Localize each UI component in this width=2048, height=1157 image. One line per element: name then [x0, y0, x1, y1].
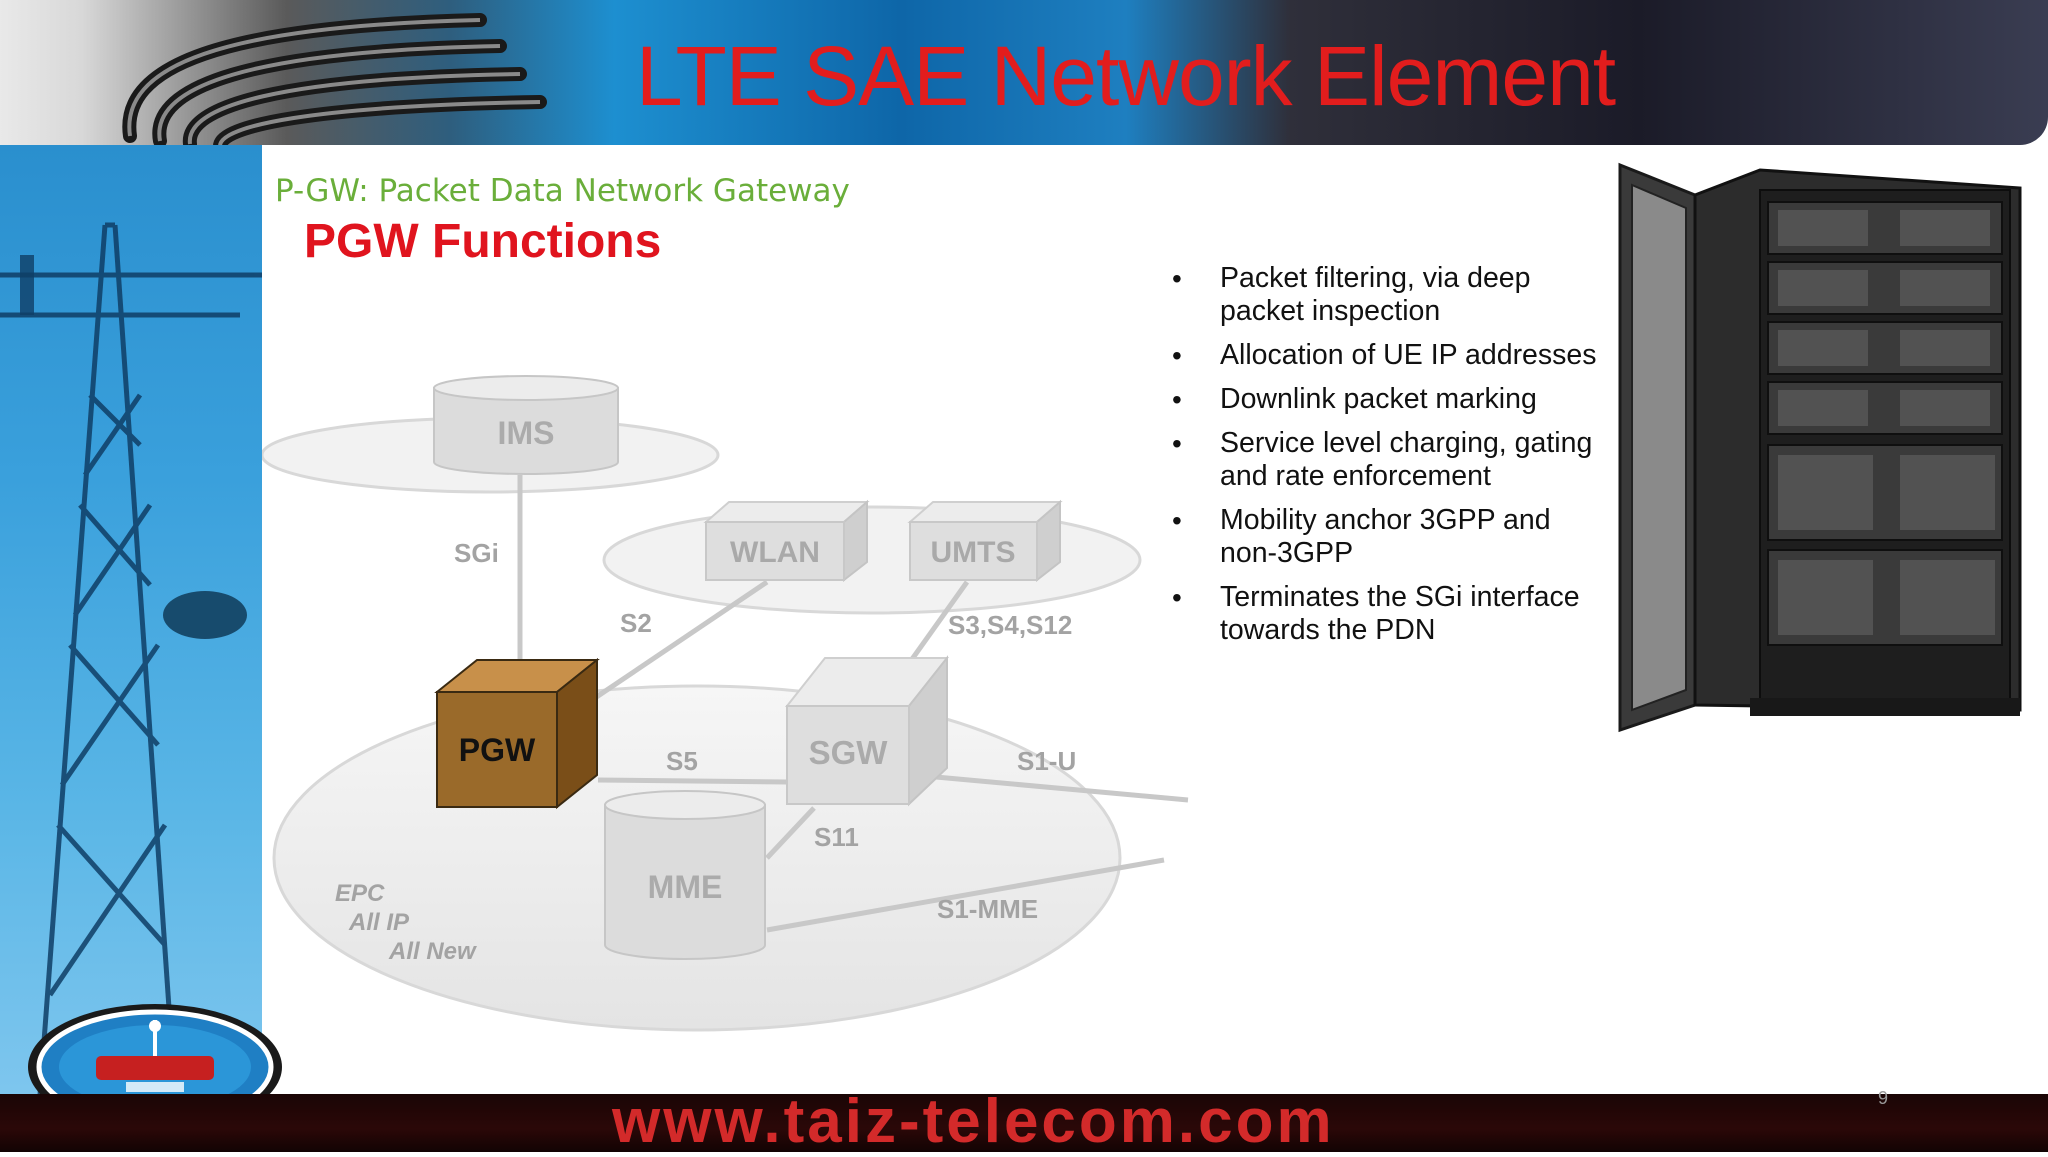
list-item: •Allocation of UE IP addresses: [1172, 339, 1597, 371]
svg-text:WLAN: WLAN: [730, 536, 820, 569]
svg-text:UMTS: UMTS: [931, 536, 1016, 569]
list-item: •Terminates the SGi interface towards th…: [1172, 581, 1580, 646]
server-rack-image: [1618, 162, 2022, 733]
pgw-node: PGW: [434, 657, 600, 810]
slide-title: LTE SAE Network Element: [636, 29, 1616, 123]
pgw-functions-list: •Packet filtering, via deep packet inspe…: [1170, 262, 1610, 658]
sgw-node: SGW: [784, 655, 950, 807]
section-title: PGW Functions: [304, 215, 662, 268]
s3-link: [907, 580, 970, 664]
epc-all-new-label: All New: [388, 938, 477, 965]
ims-node: IMS: [433, 375, 619, 475]
epc-all-ip-label: All IP: [348, 909, 410, 936]
list-item: •Downlink packet marking: [1172, 383, 1537, 415]
tower-icon: [0, 222, 262, 1095]
footer-website-url: www.taiz-telecom.com: [612, 1087, 1335, 1156]
header-banner: LTE SAE Network Element: [0, 0, 2048, 146]
s5-label: S5: [666, 746, 698, 776]
s2-link: [590, 579, 769, 703]
list-item: •Packet filtering, via deep packet inspe…: [1172, 262, 1531, 327]
s1mme-label: S1-MME: [937, 894, 1038, 924]
s1u-label: S1-U: [1017, 746, 1076, 776]
svg-text:IMS: IMS: [498, 415, 555, 451]
mme-node: MME: [604, 790, 766, 960]
s11-label: S11: [814, 822, 859, 852]
list-item: •Mobility anchor 3GPP and non-3GPP: [1172, 504, 1551, 569]
wlan-node: WLAN: [703, 499, 870, 583]
svg-text:PGW: PGW: [459, 732, 536, 768]
list-item: •Service level charging, gating and rate…: [1172, 427, 1593, 492]
cables-image: [122, 13, 547, 146]
s3-label: S3,S4,S12: [948, 610, 1072, 640]
umts-node: UMTS: [907, 499, 1063, 583]
s11-link: [765, 806, 816, 860]
epc-label: EPC: [335, 880, 385, 907]
s5-link: [597, 777, 788, 785]
page-number: 9: [1878, 1088, 1889, 1108]
slide-subtitle: P-GW: Packet Data Network Gateway: [275, 173, 850, 209]
s1u-link: [913, 772, 1189, 803]
s2-label: S2: [620, 608, 652, 638]
footer-bar: [0, 1094, 2048, 1152]
svg-text:MME: MME: [648, 869, 723, 905]
network-diagram: IMS WLAN UMTS PGW SGW MME SGi S2 S3,S4: [262, 375, 1189, 1032]
sgi-label: SGi: [454, 538, 499, 568]
s1mme-link: [766, 857, 1165, 933]
svg-text:SGW: SGW: [809, 734, 889, 771]
